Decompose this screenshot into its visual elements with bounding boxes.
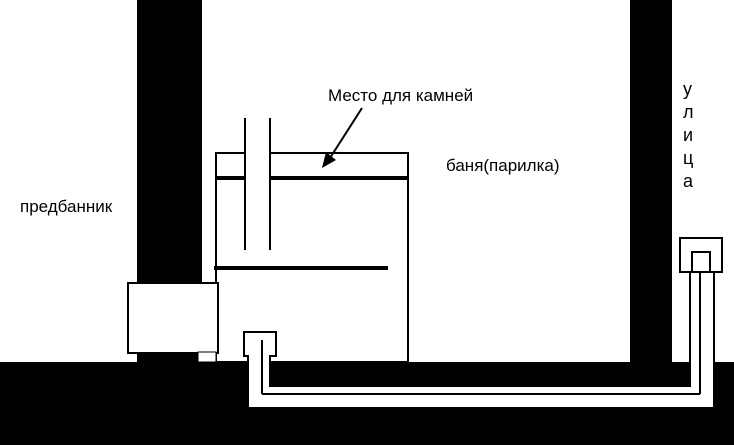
ash-pit-gap <box>197 351 217 363</box>
label-outside-letter: а <box>683 171 694 191</box>
label-outside-letter: у <box>683 79 692 99</box>
right-wall <box>630 0 672 362</box>
stove <box>127 118 409 363</box>
duct-inner <box>252 342 268 386</box>
label-steam-room: баня(парилка) <box>446 156 560 175</box>
chimney-pipe <box>244 118 271 250</box>
label-outside-letter: л <box>683 102 694 122</box>
label-outside: у л и ц а <box>683 79 694 191</box>
arrow-head <box>322 152 336 168</box>
firebox-tunnel <box>127 282 219 354</box>
label-outside-letter: и <box>683 125 693 145</box>
stone-place-arrow <box>322 107 363 168</box>
label-stone-place: Место для камней <box>328 86 473 105</box>
label-outside-letter: ц <box>683 148 693 168</box>
duct-hood-inner <box>691 251 711 273</box>
label-dressing-room: предбанник <box>20 197 113 216</box>
arrow-shaft <box>329 107 363 159</box>
air-duct <box>243 237 723 409</box>
